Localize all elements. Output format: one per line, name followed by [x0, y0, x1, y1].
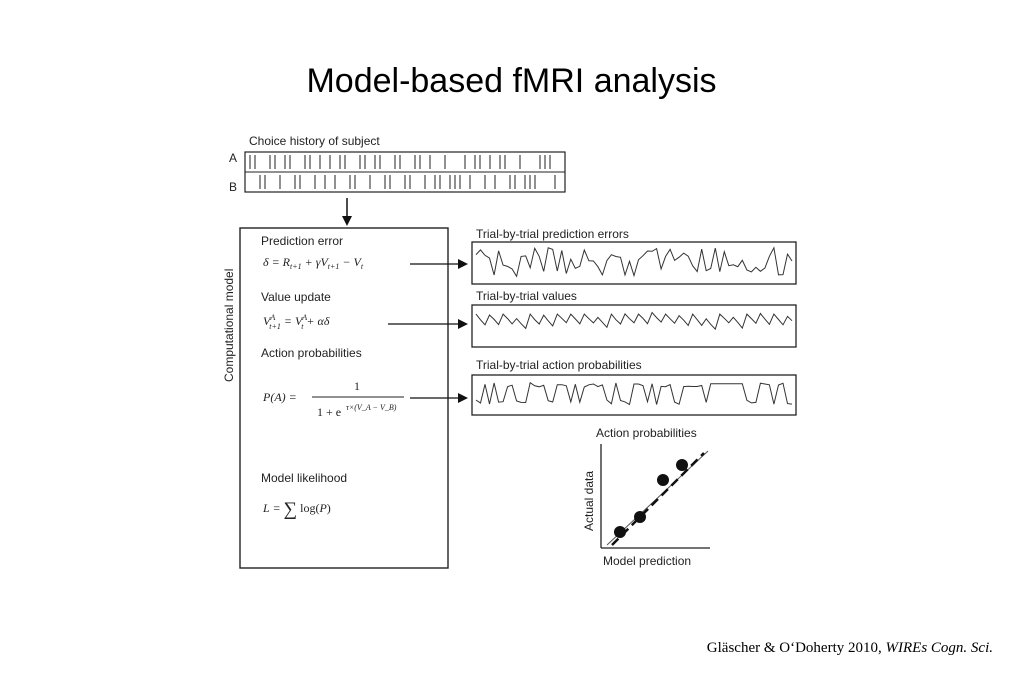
action-probability-denominator: 1 + e — [317, 405, 341, 419]
values-trace — [475, 311, 793, 331]
choice-ticks-b — [259, 175, 556, 189]
values-title: Trial-by-trial values — [476, 289, 577, 303]
scatter-point — [676, 459, 688, 471]
model-likelihood-label: Model likelihood — [261, 471, 347, 485]
value-update-label: Value update — [261, 290, 331, 304]
scatter-point — [657, 474, 669, 486]
scatter-point — [614, 526, 626, 538]
scatter-x-label: Model prediction — [603, 554, 691, 568]
citation-journal: WIREs Cogn. Sci. — [885, 640, 993, 656]
model-likelihood-formula: L = ∑ log(P) — [262, 499, 331, 520]
citation-authors: Gläscher & O‘Doherty 2010, — [706, 640, 882, 656]
action-probability-numerator: 1 — [354, 379, 360, 393]
prediction-errors-trace — [475, 246, 793, 278]
scatter-y-label: Actual data — [582, 471, 596, 531]
choice-ticks-a — [249, 155, 551, 169]
citation: Gläscher & O‘Doherty 2010, WIREs Cogn. S… — [707, 640, 993, 657]
choice-row-b-label: B — [229, 180, 237, 194]
action-probability-exponent: τ×(V_A − V_B) — [346, 403, 397, 412]
choice-row-a-label: A — [229, 151, 237, 165]
scatter-title: Action probabilities — [596, 426, 697, 440]
scatter-point — [634, 511, 646, 523]
choice-history-title: Choice history of subject — [249, 134, 380, 148]
prediction-error-formula: δ = Rt+1 + γVt+1 − Vt — [263, 255, 364, 271]
computational-model-label: Computational model — [222, 269, 236, 382]
action-probabilities-trace — [475, 381, 793, 406]
action-probabilities-ts-title: Trial-by-trial action probabilities — [476, 358, 642, 372]
scatter-fit-line — [611, 452, 705, 546]
action-probabilities-label: Action probabilities — [261, 346, 362, 360]
action-probability-lhs: P(A) = — [262, 390, 297, 404]
values-panel — [471, 304, 797, 348]
prediction-errors-title: Trial-by-trial prediction errors — [476, 227, 629, 241]
prediction-errors-panel — [471, 241, 797, 285]
slide-title: Model-based fMRI analysis — [306, 62, 717, 100]
action-probabilities-panel — [471, 374, 797, 416]
prediction-error-label: Prediction error — [261, 234, 343, 248]
